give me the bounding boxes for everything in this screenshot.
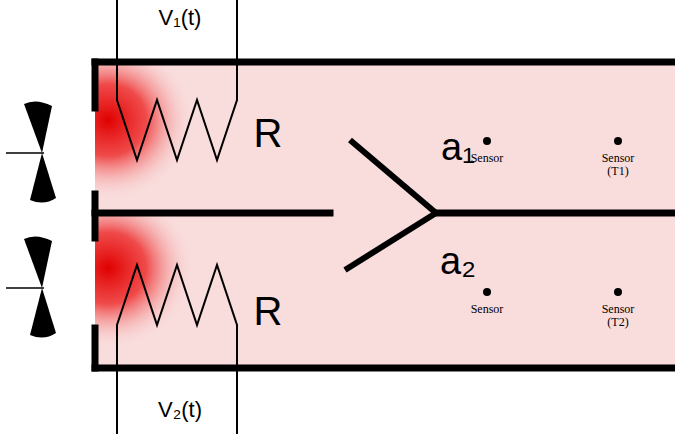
sensor-dot [483, 137, 622, 296]
voltage-label: V₁(t) [159, 6, 202, 29]
resistor-symbol [117, 0, 237, 434]
damper-label: a₂ [440, 242, 476, 282]
damper-blade [345, 140, 436, 270]
duct-wall [95, 62, 675, 368]
voltage-label: V₂(t) [158, 398, 202, 421]
sensor-label: Sensor (T2) [593, 303, 643, 328]
fan-shaft [6, 153, 44, 288]
fan-symbol [24, 101, 56, 337]
sensor-label: Sensor (T1) [593, 152, 643, 177]
resistor-label: R [254, 112, 283, 154]
heat-glow [95, 213, 193, 348]
heat-glow [95, 62, 193, 200]
resistor-label: R [254, 290, 283, 332]
damper-label: a₁ [441, 128, 475, 168]
sensor-label: Sensor [471, 152, 504, 165]
sensor-label: Sensor [471, 303, 504, 316]
